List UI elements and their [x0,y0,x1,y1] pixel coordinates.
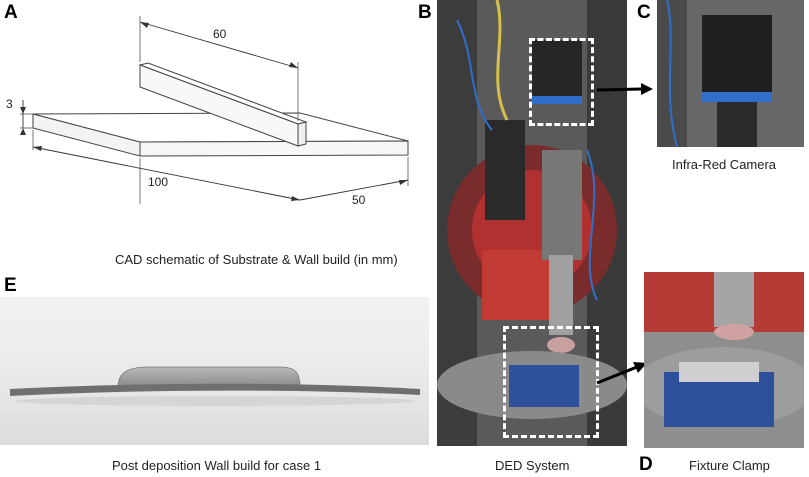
panel-d-caption: Fixture Clamp [689,458,770,473]
panel-a-caption: CAD schematic of Substrate & Wall build … [115,252,398,267]
panel-b-letter: B [418,2,432,23]
camera-highlight-box [529,38,594,126]
panel-c-letter: C [637,2,651,23]
fixture-clamp-photo [644,272,804,448]
panel-e-letter: E [4,275,17,296]
panel-d-letter: D [639,454,653,475]
panel-b-caption: DED System [495,458,570,473]
ir-camera-photo [657,0,804,147]
panel-a-letter: A [4,2,18,23]
wall-build-photo [0,297,429,445]
arrows [596,83,653,385]
dim-60: 60 [213,27,227,41]
clamp-highlight-box [503,326,599,438]
dim-3: 3 [6,97,13,111]
panel-c-caption: Infra-Red Camera [672,157,777,172]
dim-50: 50 [352,193,366,207]
panel-e-caption: Post deposition Wall build for case 1 [112,458,322,473]
dim-100: 100 [148,175,168,189]
cad-schematic: 60 3 100 50 [6,16,409,207]
ded-system-photo [437,0,627,446]
